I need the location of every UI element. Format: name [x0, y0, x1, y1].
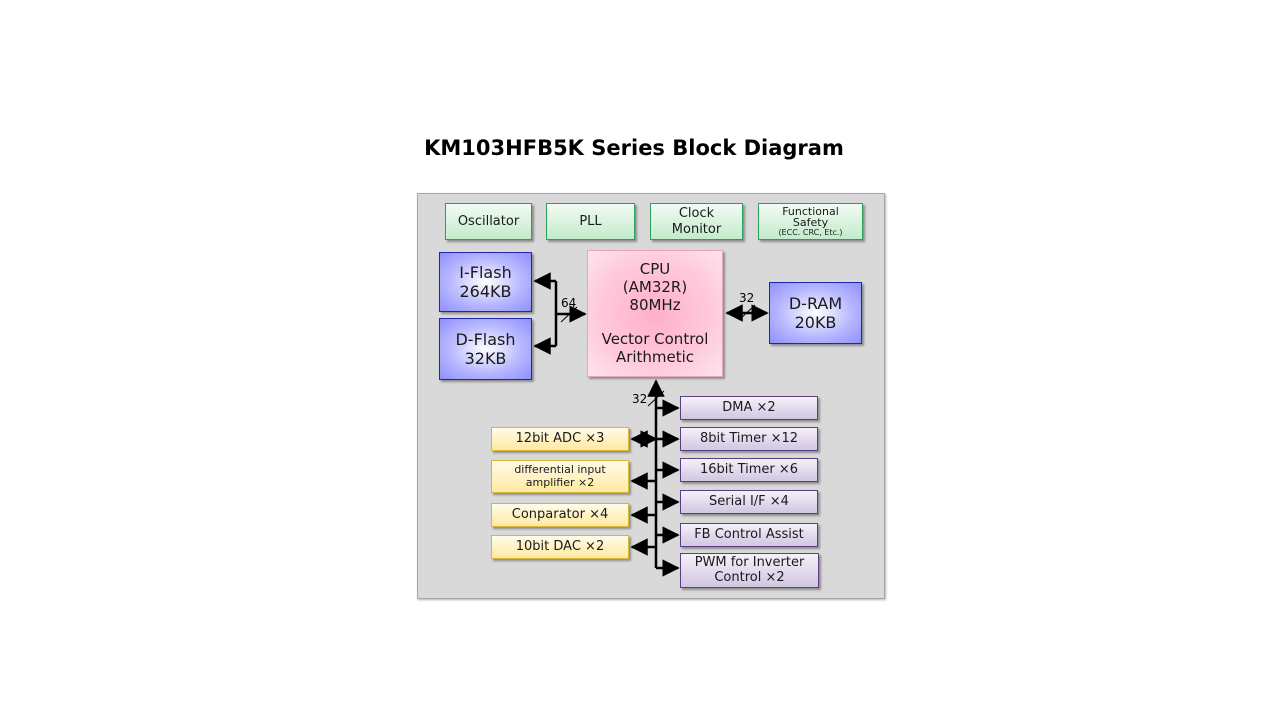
iflash-block: I-Flash 264KB: [439, 252, 532, 312]
adc-label: 12bit ADC ×3: [515, 431, 605, 447]
cpu-label-line5: Arithmetic: [615, 348, 695, 366]
page-title: KM103HFB5K Series Block Diagram: [424, 136, 844, 160]
functional-safety-block: Functional Safety (ECC. CRC, Etc.): [758, 203, 863, 240]
dma-label: DMA ×2: [722, 400, 776, 416]
dram-label-line1: D-RAM: [788, 293, 843, 313]
oscillator-block: Oscillator: [445, 203, 532, 240]
dflash-label-line2: 32KB: [464, 349, 507, 368]
fb-control-label: FB Control Assist: [694, 527, 804, 543]
dac-label: 10bit DAC ×2: [515, 539, 605, 555]
comparator-block: Conparator ×4: [491, 503, 629, 527]
serial-if-label: Serial I/F ×4: [709, 494, 789, 510]
clock-monitor-label-line2: Monitor: [671, 221, 722, 237]
cpu-label-line3: 80MHz: [629, 296, 681, 314]
ram-bus-slash: [738, 304, 756, 321]
clock-monitor-block: Clock Monitor: [650, 203, 743, 240]
cpu-label-line1: CPU: [639, 260, 671, 278]
ram-bus-width-label: 32: [739, 291, 755, 305]
pwm-label-line2: Control ×2: [714, 569, 785, 585]
timer16-block: 16bit Timer ×6: [680, 458, 818, 482]
flash-bus-slash: [560, 306, 578, 323]
clock-monitor-label-line1: Clock: [678, 205, 715, 221]
safety-label-line2: Safety: [792, 216, 829, 230]
dma-block: DMA ×2: [680, 396, 818, 420]
cpu-label-line4: Vector Control: [601, 330, 709, 348]
flash-bus-width-label: 64: [561, 296, 577, 310]
fb-control-block: FB Control Assist: [680, 523, 818, 547]
safety-label-line1: Functional: [782, 204, 839, 218]
timer8-block: 8bit Timer ×12: [680, 427, 818, 451]
pll-block: PLL: [546, 203, 635, 240]
dflash-block: D-Flash 32KB: [439, 318, 532, 380]
cpu-label-line2: (AM32R): [622, 278, 688, 296]
serial-if-block: Serial I/F ×4: [680, 490, 818, 514]
amplifier-block: differential input amplifier ×2: [491, 460, 629, 493]
iflash-label-line1: I-Flash: [459, 262, 512, 282]
iflash-label-line2: 264KB: [459, 282, 512, 301]
amplifier-label-line1: differential input: [514, 463, 606, 477]
adc-block: 12bit ADC ×3: [491, 427, 629, 451]
dflash-label-line1: D-Flash: [455, 329, 516, 349]
amplifier-label-line2: amplifier ×2: [525, 475, 595, 489]
oscillator-label: Oscillator: [457, 213, 520, 229]
timer8-label: 8bit Timer ×12: [699, 431, 799, 447]
pwm-block: PWM for Inverter Control ×2: [680, 553, 819, 588]
peripheral-bus-slash: [647, 390, 665, 407]
comparator-label: Conparator ×4: [511, 507, 609, 523]
peripheral-bus-width-label: 32: [632, 392, 648, 406]
safety-label-line3: (ECC. CRC, Etc.): [778, 227, 843, 237]
timer16-label: 16bit Timer ×6: [699, 462, 799, 478]
cpu-block: CPU (AM32R) 80MHz Vector Control Arithme…: [587, 250, 723, 377]
pwm-label-line1: PWM for Inverter: [694, 554, 805, 570]
dram-block: D-RAM 20KB: [769, 282, 862, 344]
dac-block: 10bit DAC ×2: [491, 535, 629, 559]
pll-label: PLL: [579, 213, 602, 229]
dram-label-line2: 20KB: [794, 313, 837, 332]
